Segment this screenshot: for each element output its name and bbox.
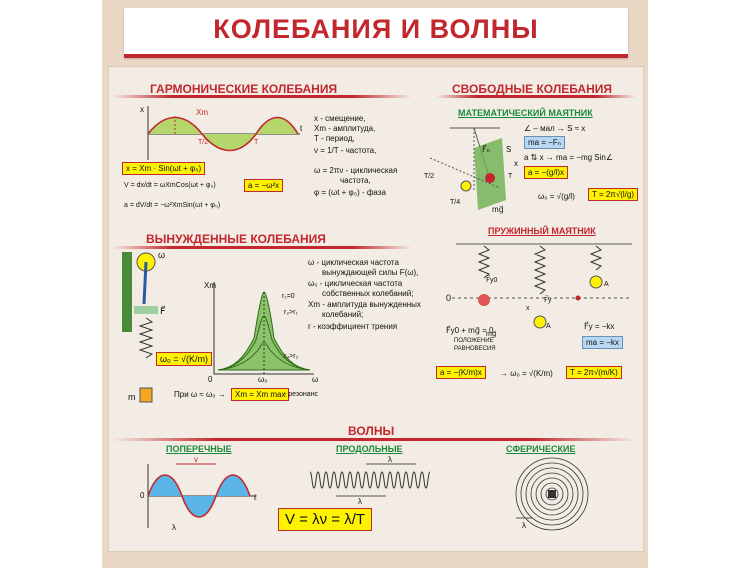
legend-line: ω₀ - циклическая частота — [308, 279, 403, 288]
mass-label: m — [128, 392, 136, 402]
resonance-suffix: - резонанс — [284, 391, 319, 398]
spring-line-5: ma = −kx — [582, 336, 623, 349]
resonance-prefix: При ω ≈ ω₀ → — [174, 390, 226, 399]
pend-line-6: T = 2π√(l/g) — [588, 188, 638, 201]
lambda-label-top: λ — [388, 455, 392, 464]
legend-line: вынуждающей силы F(ω), — [322, 268, 419, 277]
pend-line-3: a ⇅ x → ma = −mg Sin∠ — [524, 153, 614, 162]
legend-line: собственных колебаний; — [322, 289, 414, 298]
legend-line: ω = 2πν - циклическая — [314, 166, 398, 175]
spring-line-1: F⃗y0 + mg⃗ = 0 — [446, 326, 494, 335]
xm-axis-label: Xm — [204, 281, 216, 290]
omega0-label: ω₀ — [258, 375, 268, 384]
mg-label: mg⃗ — [486, 330, 496, 338]
legend-line: Xm - амплитуда вынужденных — [308, 300, 421, 309]
r2-label: r₂>r₁ — [284, 309, 298, 316]
legend-line: r - коэффициент трения — [308, 322, 398, 331]
mg-label: mg⃗ — [492, 205, 504, 214]
x-label: x — [514, 159, 518, 168]
t-label: T — [254, 139, 259, 146]
spring-line-3: РАВНОВЕСИЯ — [454, 346, 496, 352]
pend-line-2: ma = −Fₙ — [524, 136, 565, 149]
pend-line-1: ∠ – мал → S ≈ x — [524, 124, 586, 133]
wave-formula-box: V = λν = λ/T — [278, 508, 373, 531]
legend-line: T - период, — [314, 134, 355, 143]
zero-label: 0 — [140, 491, 145, 500]
lambda-label: λ — [522, 521, 526, 530]
free-heading: СВОБОДНЫЕ КОЛЕБАНИЯ — [452, 82, 613, 96]
zero-label: 0 — [446, 293, 451, 303]
eq-a2-box: a = −ω²x — [244, 179, 284, 192]
x-label: x — [526, 305, 530, 312]
spring-title: ПРУЖИННЫЙ МАЯТНИК — [488, 226, 596, 236]
eq-v: V = dx/dt = ωXmCos(ωt + φ₀) — [124, 182, 216, 189]
transverse-title: ПОПЕРЕЧНЫЕ — [166, 444, 232, 454]
section-band — [112, 438, 636, 441]
xm-label: Xm — [196, 108, 208, 117]
legend-line: Xm - амплитуда, — [314, 124, 376, 133]
longitudinal-wave: λ λ — [309, 455, 431, 506]
lambda-label: λ — [172, 523, 176, 532]
spherical-title: СФЕРИЧЕСКИЕ — [506, 444, 576, 454]
fn-label: F⃗ₙ — [482, 144, 490, 154]
page-title: КОЛЕБАНИЯ И ВОЛНЫ — [213, 14, 539, 44]
legend-line: φ = (ωt + φ₀) - фаза — [314, 188, 386, 197]
title-banner: КОЛЕБАНИЯ И ВОЛНЫ — [124, 8, 628, 58]
s-label: S — [506, 145, 511, 154]
spherical-wave: λ — [515, 457, 589, 531]
legend-line: ω - циклическая частота — [308, 258, 399, 267]
pend-line-5: ω₀ = √(g/l) — [538, 192, 575, 201]
omega0-box: ω₀ = √(K/m) — [156, 352, 212, 366]
fy0-label: F⃗y0 — [486, 275, 498, 284]
spring-line-2: ПОЛОЖЕНИЕ — [454, 338, 494, 344]
A-label-2: A — [604, 281, 609, 288]
A-label-1: A — [546, 323, 551, 330]
r1-label: r₁=0 — [282, 293, 295, 300]
t2-label: T/2 — [198, 139, 208, 146]
t4-label: T/4 — [450, 199, 460, 206]
legend-line: x - смещение, — [314, 114, 366, 123]
section-band — [112, 246, 412, 249]
resonance-box: Xm = Xm max — [231, 388, 290, 401]
transverse-wave: v 0 ℓ λ — [140, 455, 257, 532]
legend-line: частота, — [340, 176, 371, 185]
force-label: F⃗ — [160, 305, 165, 316]
spring-line-4: F⃗y = −kx — [584, 322, 615, 331]
pendulum-diagram: T/2 T/4 T F⃗ₙ mg⃗ S x — [424, 127, 518, 214]
harmonic-heading: ГАРМОНИЧЕСКИЕ КОЛЕБАНИЯ — [150, 82, 338, 96]
section-band — [436, 95, 636, 98]
lambda-label-bottom: λ — [358, 497, 362, 506]
resonance-graph: Xm ω 0 ω₀ r₁=0 r₂>r₁ r₃>r₂ — [204, 281, 318, 384]
forced-heading: ВЫНУЖДЕННЫЕ КОЛЕБАНИЯ — [146, 232, 326, 246]
t2-label: T/2 — [424, 173, 434, 180]
omega-axis-label: ω — [312, 375, 318, 384]
r3-label: r₃>r₂ — [284, 353, 299, 360]
l-label: ℓ — [253, 493, 257, 502]
waves-heading: ВОЛНЫ — [348, 424, 395, 438]
spring-line-7: → ω₀ = √(K/m) — [500, 369, 553, 378]
legend-line: колебаний; — [322, 310, 364, 319]
omega-label: ω — [158, 250, 165, 260]
axis-x-label: x — [140, 105, 144, 114]
harmonic-graph: Xm x t T/2 T — [140, 105, 303, 160]
spring-line-6: a = −(K/m)x — [436, 366, 486, 379]
fy-label: F⃗y — [544, 295, 552, 304]
legend-line: ν = 1/T - частота, — [314, 146, 377, 155]
forced-oscillator: ω F⃗ m — [122, 250, 165, 403]
v-label: v — [194, 455, 198, 464]
eq-x-box: x = Xm · Sin(ωt + φ₀) — [122, 162, 206, 175]
pendulum-title: МАТЕМАТИЧЕСКИЙ МАЯТНИК — [458, 108, 593, 118]
spring-diagram: 0 F⃗y0 F⃗y x A A mg⃗ — [446, 243, 632, 338]
zero-label: 0 — [208, 375, 213, 384]
spring-line-8: T = 2π√(m/K) — [566, 366, 622, 379]
t-label: T — [508, 173, 513, 180]
eq-a: a = dV/dt = −ω²XmSin(ωt + φ₀) — [124, 202, 221, 209]
axis-t-label: t — [300, 124, 303, 133]
longitudinal-title: ПРОДОЛЬНЫЕ — [336, 444, 403, 454]
pend-line-4: a = −(g/l)x — [524, 166, 569, 179]
section-band — [112, 95, 412, 98]
